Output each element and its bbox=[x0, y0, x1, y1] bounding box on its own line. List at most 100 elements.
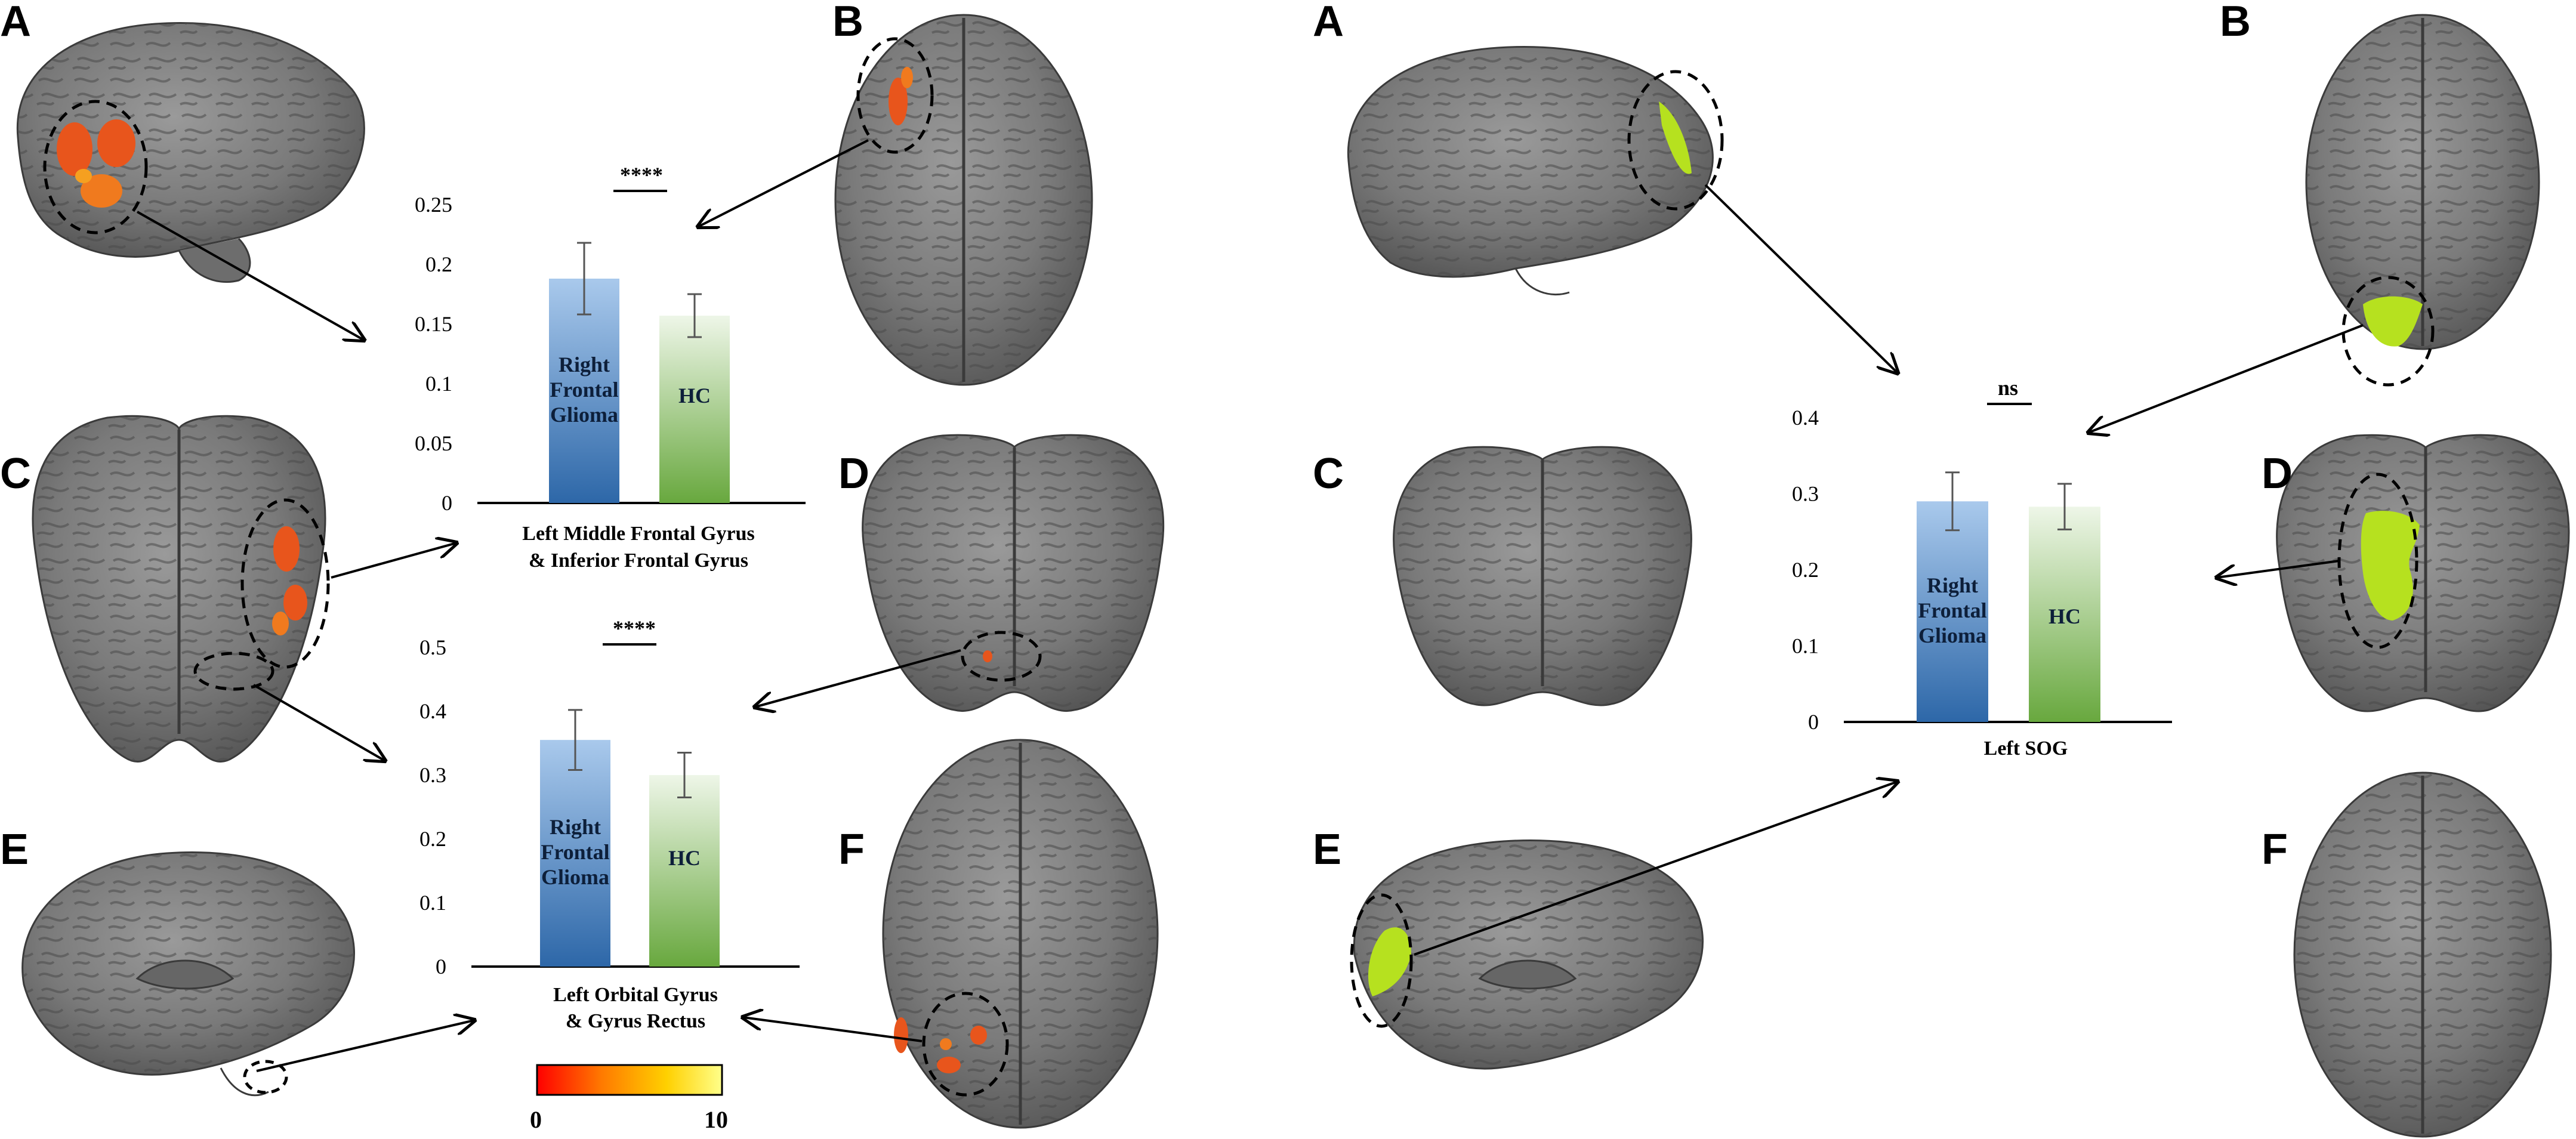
dashed-circle-a bbox=[43, 100, 148, 234]
right-arrows bbox=[1414, 184, 2364, 956]
brain-front-view-d bbox=[862, 434, 1165, 712]
bar-label-glioma: Glioma bbox=[550, 403, 618, 427]
y-tick-label: 0 bbox=[442, 491, 452, 515]
arrow-b-to-chart bbox=[698, 139, 869, 227]
y-tick-label: 0.3 bbox=[1792, 482, 1819, 506]
panel-letter-right-a: A bbox=[1313, 0, 1344, 45]
arrow-right-e-to-chart bbox=[1414, 782, 1898, 956]
arrow-right-a-to-chart bbox=[1704, 184, 1898, 373]
chart-title: Left Middle Frontal Gyrus bbox=[522, 523, 754, 545]
y-tick-label: 0.2 bbox=[1792, 558, 1819, 582]
arrow-c-to-chart bbox=[331, 543, 456, 579]
bar-label-glioma: Right bbox=[1927, 573, 1978, 597]
bar-label-glioma: Right bbox=[550, 815, 601, 839]
y-tick-label: 0.15 bbox=[415, 312, 452, 336]
chart-title-line2: & Gyrus Rectus bbox=[566, 1010, 705, 1032]
dashed-circle-e bbox=[243, 1060, 288, 1094]
left-figure: A B C bbox=[0, 0, 1165, 1133]
activation-blob-b bbox=[889, 67, 913, 125]
panel-letter-right-e: E bbox=[1313, 826, 1341, 873]
panel-letter-e: E bbox=[0, 826, 29, 873]
left-arrows bbox=[137, 139, 961, 1072]
dashed-circle-right-b bbox=[2341, 276, 2435, 387]
colorbar: 0 10 bbox=[530, 1064, 728, 1133]
panel-letter-right-c: C bbox=[1313, 450, 1344, 498]
bar-right-frontal-glioma bbox=[549, 279, 619, 503]
bar-label-glioma: Right bbox=[559, 353, 610, 376]
chart-title: Left SOG bbox=[1984, 737, 2068, 760]
brain-top-view-b bbox=[834, 14, 1093, 386]
y-tick-label: 0.5 bbox=[419, 635, 446, 659]
chart-title: Left Orbital Gyrus bbox=[553, 984, 718, 1006]
chart-title-line2: & Inferior Frontal Gyrus bbox=[529, 550, 748, 572]
brain-front-view-right-c bbox=[1393, 446, 1692, 706]
panel-letter-c: C bbox=[0, 450, 31, 498]
arrow-right-d-to-chart bbox=[2217, 560, 2340, 578]
bar-label-hc: HC bbox=[668, 846, 701, 870]
activation-blob-c bbox=[272, 526, 307, 635]
y-tick-label: 0.4 bbox=[419, 699, 446, 723]
brain-lateral-view-right-a bbox=[1347, 46, 1724, 296]
bar-label-glioma: Frontal bbox=[1918, 598, 1986, 622]
bar-chart-orbital-gyrus: 00.10.20.30.40.5RightFrontalGliomaHC****… bbox=[419, 616, 800, 1032]
significance-label: ns bbox=[1998, 376, 2018, 400]
dashed-circle-right-e bbox=[1350, 893, 1413, 1028]
lime-activation-a bbox=[1659, 101, 1692, 174]
bar-chart-middle-frontal-gyrus: 00.050.10.150.20.25RightFrontalGliomaHC*… bbox=[415, 163, 806, 572]
bar-label-hc: HC bbox=[2049, 604, 2081, 628]
significance-label: **** bbox=[613, 616, 656, 640]
colorbar-max-label: 10 bbox=[704, 1106, 728, 1133]
bar-label-glioma: Frontal bbox=[541, 840, 609, 864]
brain-lateral-view-a bbox=[16, 21, 365, 283]
arrow-e-to-chart bbox=[256, 1020, 474, 1072]
brain-back-view-right-d bbox=[2276, 434, 2570, 712]
significance-label: **** bbox=[620, 163, 663, 187]
bar-label-glioma: Glioma bbox=[1918, 623, 1986, 647]
y-tick-label: 0.3 bbox=[419, 763, 446, 787]
dashed-circle-c-upper bbox=[240, 498, 330, 669]
arrow-c-lower-to-chart bbox=[253, 684, 385, 761]
bar-right-frontal-glioma bbox=[540, 740, 610, 967]
y-tick-label: 0 bbox=[436, 955, 446, 979]
activation-blob-a bbox=[57, 119, 135, 208]
panel-letter-d: D bbox=[838, 450, 869, 498]
panel-letter-right-f: F bbox=[2262, 826, 2288, 873]
bar-label-glioma: Frontal bbox=[550, 378, 618, 402]
dashed-circle-b bbox=[856, 37, 934, 154]
brain-bottom-view-right-f bbox=[2293, 771, 2552, 1138]
y-tick-label: 0.1 bbox=[425, 372, 452, 396]
y-tick-label: 0.25 bbox=[415, 193, 452, 217]
y-tick-label: 0.1 bbox=[1792, 634, 1819, 658]
lime-activation-e bbox=[1368, 927, 1411, 996]
bar-hc bbox=[2029, 507, 2100, 722]
y-tick-label: 0.2 bbox=[425, 252, 452, 276]
dashed-circle-right-a bbox=[1627, 70, 1724, 211]
y-tick-label: 0.2 bbox=[419, 827, 446, 851]
y-tick-label: 0.4 bbox=[1792, 406, 1819, 430]
panel-letter-f: F bbox=[838, 826, 865, 873]
lime-activation-b bbox=[2363, 296, 2423, 347]
panel-letter-a: A bbox=[0, 0, 31, 45]
lime-activation-d bbox=[2361, 511, 2420, 621]
arrow-right-b-to-chart bbox=[2088, 324, 2364, 433]
bar-hc bbox=[659, 316, 730, 503]
panel-letter-right-b: B bbox=[2220, 0, 2251, 45]
right-figure: A B C D bbox=[1313, 0, 2570, 1138]
colorbar-min-label: 0 bbox=[530, 1106, 542, 1133]
brain-bottom-view-f bbox=[882, 739, 1159, 1129]
bar-label-hc: HC bbox=[678, 384, 711, 408]
dashed-circle-d bbox=[961, 631, 1042, 682]
y-tick-label: 0.1 bbox=[419, 891, 446, 915]
colorbar-gradient bbox=[536, 1064, 723, 1096]
y-tick-label: 0 bbox=[1808, 710, 1819, 734]
bar-right-frontal-glioma bbox=[1917, 501, 1988, 722]
arrow-f-to-chart bbox=[743, 1017, 923, 1042]
arrow-a-to-chart bbox=[137, 211, 364, 340]
activation-blob-f bbox=[894, 1017, 987, 1073]
bar-hc bbox=[649, 775, 720, 967]
brain-top-view-right-b bbox=[2305, 14, 2540, 387]
brain-medial-view-e bbox=[21, 851, 355, 1097]
panel-letter-b: B bbox=[832, 0, 863, 45]
